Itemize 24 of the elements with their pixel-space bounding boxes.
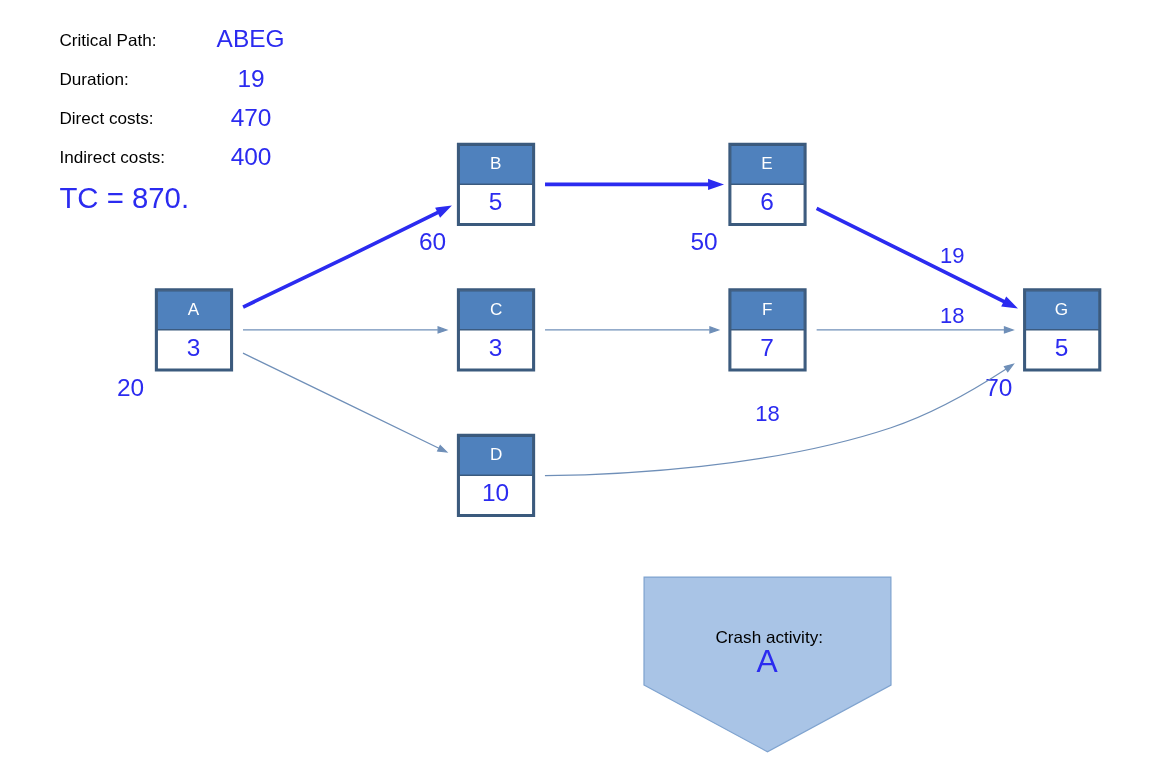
arrow: [815, 206, 1018, 309]
edge-label: 18: [754, 400, 780, 426]
label: Critical Path:: [58, 30, 156, 50]
label: 400: [230, 142, 271, 170]
label: Indirect costs:: [58, 148, 165, 168]
node-label: 60: [418, 228, 446, 256]
label: 470: [230, 103, 271, 131]
arrow: [241, 352, 448, 453]
label: 19: [236, 64, 265, 92]
arrow: [241, 326, 448, 334]
node-label: 50: [689, 228, 718, 256]
edge-label: 19: [939, 243, 964, 269]
label: TC = 870.: [58, 180, 189, 214]
node-label: 70: [984, 373, 1012, 401]
label: Direct costs:: [58, 109, 154, 129]
arrow: [544, 178, 724, 190]
node-label: 20: [116, 373, 144, 401]
label: ABEG: [216, 25, 285, 53]
edge-label: 18: [939, 303, 964, 329]
arrow: [815, 326, 1015, 334]
label: Duration:: [58, 69, 129, 89]
arrow: [543, 363, 1015, 477]
arrow: [543, 326, 720, 334]
arrow: [241, 205, 452, 309]
